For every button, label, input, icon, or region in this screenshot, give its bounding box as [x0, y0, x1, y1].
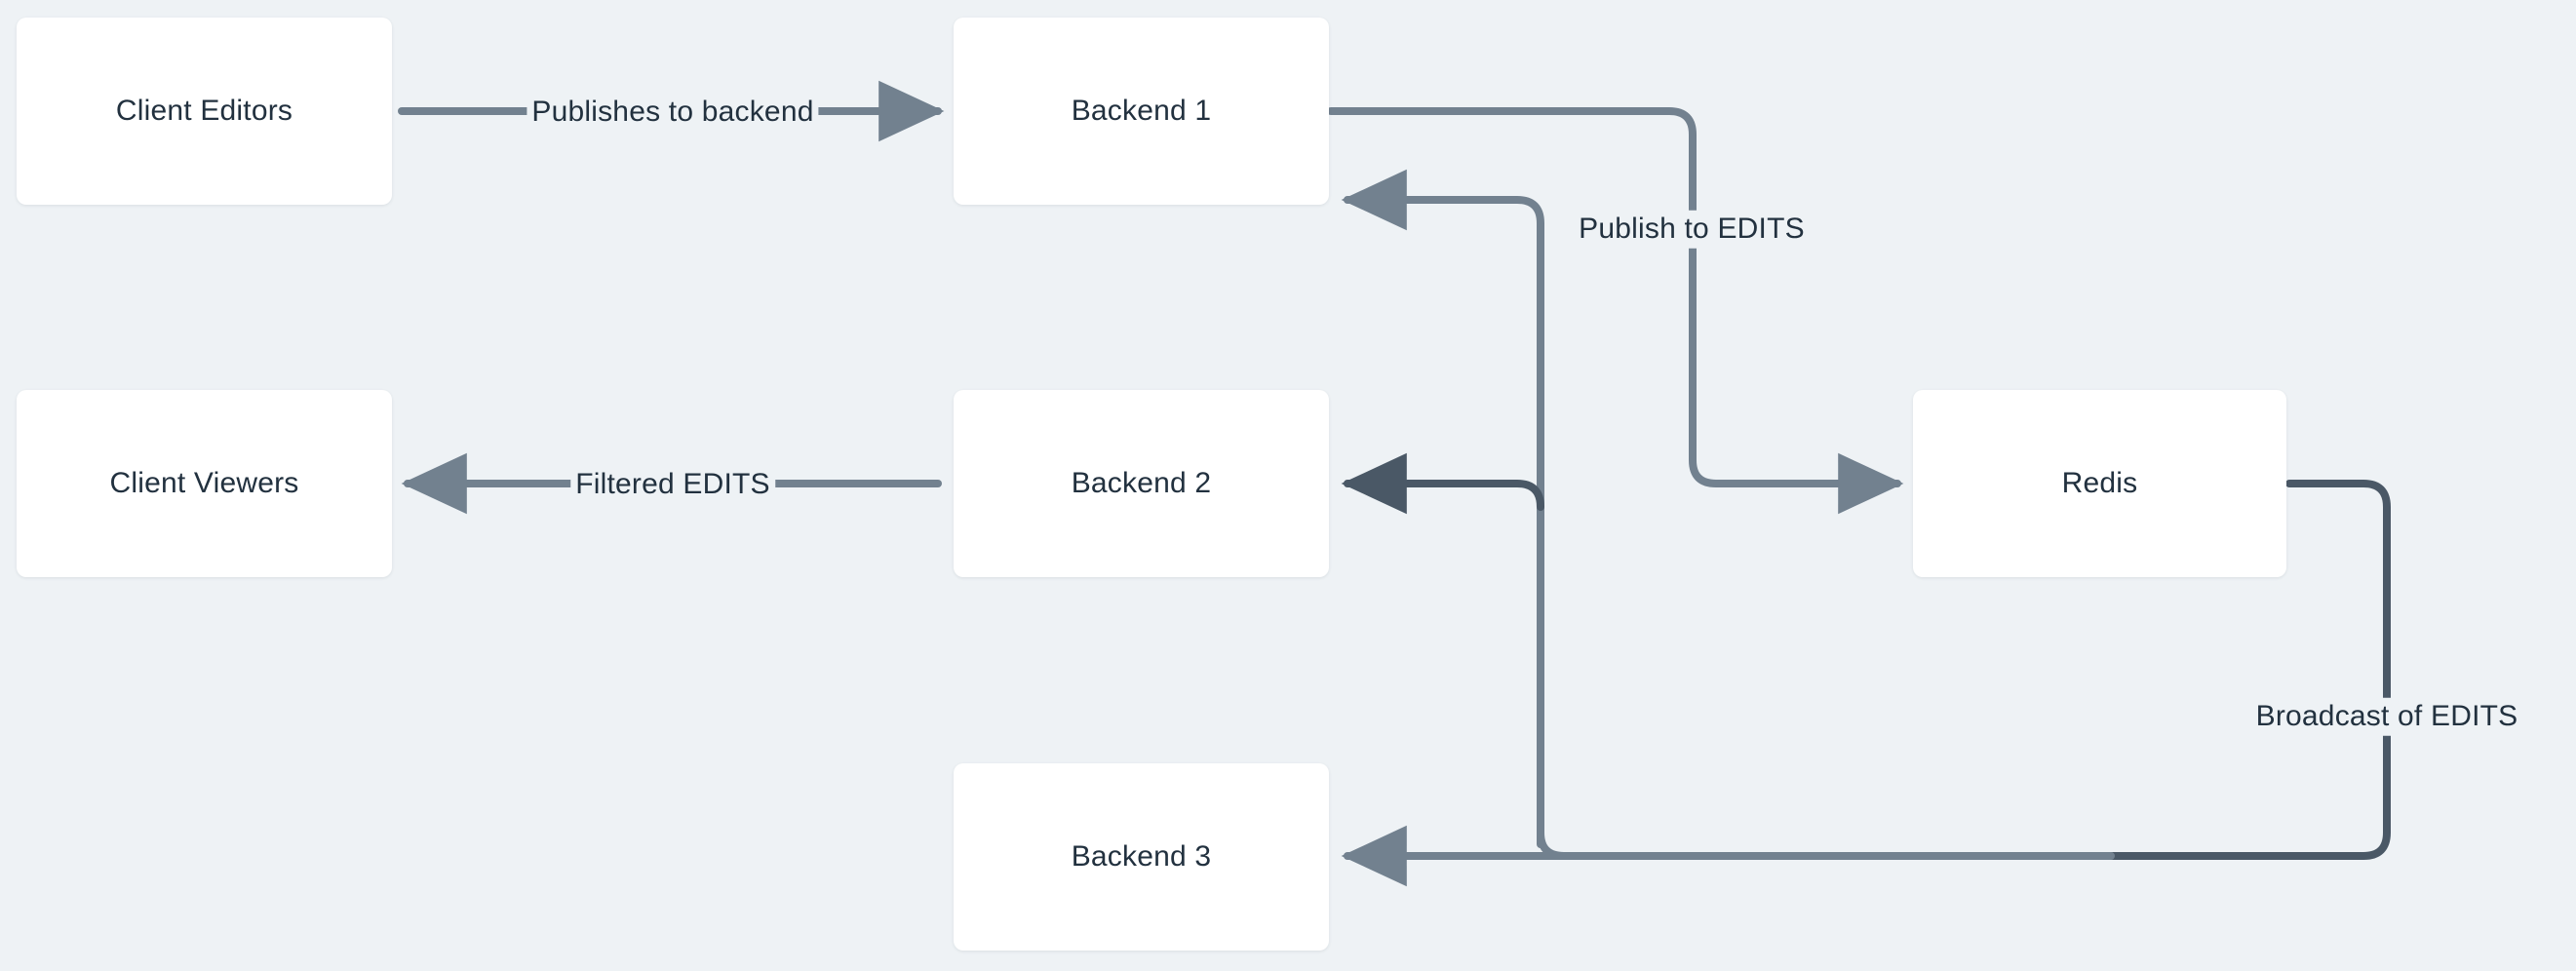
node-label-backend-2: Backend 2	[1071, 467, 1212, 499]
node-label-redis: Redis	[2061, 467, 2138, 499]
edge-bus-to-backend1	[1341, 169, 1544, 848]
edge-backend1-to-redis	[1327, 107, 1904, 515]
node-client-viewers[interactable]: Client Viewers	[17, 390, 392, 577]
node-backend-2[interactable]: Backend 2	[954, 390, 1329, 577]
node-label-client-viewers: Client Viewers	[109, 467, 299, 499]
edge-label-publishes-to-backend: Publishes to backend	[527, 93, 819, 132]
node-label-backend-3: Backend 3	[1071, 840, 1212, 873]
node-label-backend-1: Backend 1	[1071, 95, 1212, 127]
node-client-editors[interactable]: Client Editors	[17, 18, 392, 205]
edge-label-broadcast-of-edits: Broadcast of EDITS	[2250, 697, 2523, 736]
node-backend-1[interactable]: Backend 1	[954, 18, 1329, 205]
edge-bus-to-backend2	[1341, 452, 1544, 515]
node-backend-3[interactable]: Backend 3	[954, 763, 1329, 951]
edge-redis-to-bus	[2102, 480, 2391, 860]
node-label-client-editors: Client Editors	[115, 95, 293, 127]
edge-label-filtered-edits: Filtered EDITS	[570, 465, 775, 504]
edge-label-publish-to-edits: Publish to EDITS	[1574, 210, 1810, 249]
node-redis[interactable]: Redis	[1913, 390, 2286, 577]
